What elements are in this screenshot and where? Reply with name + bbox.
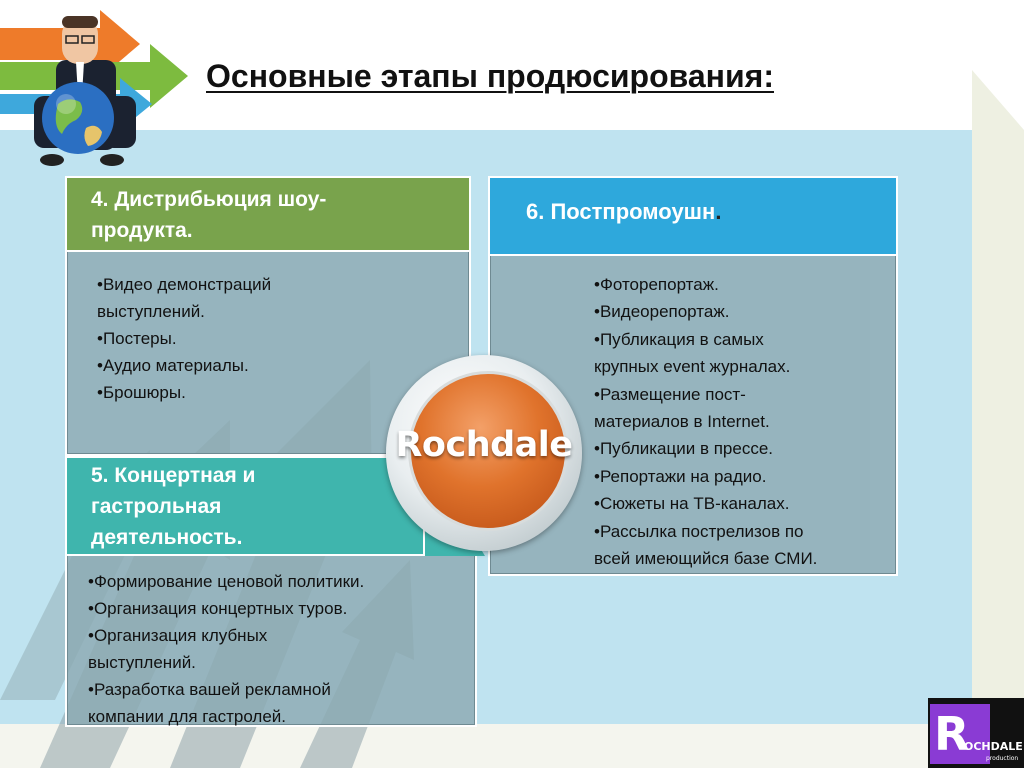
box-postpromotion-header: 6. Постпромоушн. [488,176,898,256]
background-right-strip [972,70,1024,768]
list-item: •Постеры. [97,329,177,348]
list-item: •Видео демонстраций выступлений. [97,275,272,321]
list-item: •Аудио материалы. [97,356,249,375]
box-postpromotion-title: 6. Постпромоушн [526,199,716,224]
list-item: •Репортажи на радио. [594,466,767,486]
list-item: •Разработка вашей рекламной компании для… [88,680,331,726]
brand-logo-sub: production [986,755,1019,762]
list-item: •Публикация в самых крупных event журнал… [594,329,791,377]
center-circle [408,371,568,531]
bottom-strip [0,724,1024,768]
box-postpromotion-list: •Фоторепортаж. •Видеорепортаж. •Публикац… [594,271,904,572]
center-circle-label: Rochdale [395,425,573,465]
list-item: •Организация клубных выступлений. [88,626,268,672]
list-item: •Рассылка пострелизов по всей имеющийся … [594,521,818,569]
box-postpromotion-title-dot: . [715,199,722,224]
brand-logo-letter: R [930,704,990,764]
box-concert-touring-header: 5. Концертная и гастрольная деятельность… [65,456,485,556]
list-item: •Фоторепортаж. [594,275,719,294]
brand-logo-word: OCHDALE [964,740,1023,753]
slide-title: Основные этапы продюсирования: [206,58,774,94]
box-concert-touring-list: •Формирование ценовой политики. •Организ… [88,568,478,730]
list-item: •Размещение пост- материалов в Internet. [594,384,770,432]
box-distribution-list: •Видео демонстраций выступлений. •Постер… [97,271,427,406]
box-distribution-title: 4. Дистрибьюция шоу- продукта. [91,188,327,242]
background-fold [972,70,1024,130]
list-item: •Организация концертных туров. [88,599,348,618]
list-item: •Брошюры. [97,383,186,402]
list-item: •Публикации в прессе. [594,439,774,459]
box-concert-touring-title: 5. Концертная и гастрольная деятельность… [91,464,256,549]
box-distribution-header: 4. Дистрибьюция шоу- продукта. [65,176,471,252]
businessman-with-globe-icon [0,10,188,166]
list-item: •Сюжеты на ТВ-каналах. [594,494,790,514]
list-item: •Видеорепортаж. [594,302,730,322]
list-item: •Формирование ценовой политики. [88,572,365,591]
